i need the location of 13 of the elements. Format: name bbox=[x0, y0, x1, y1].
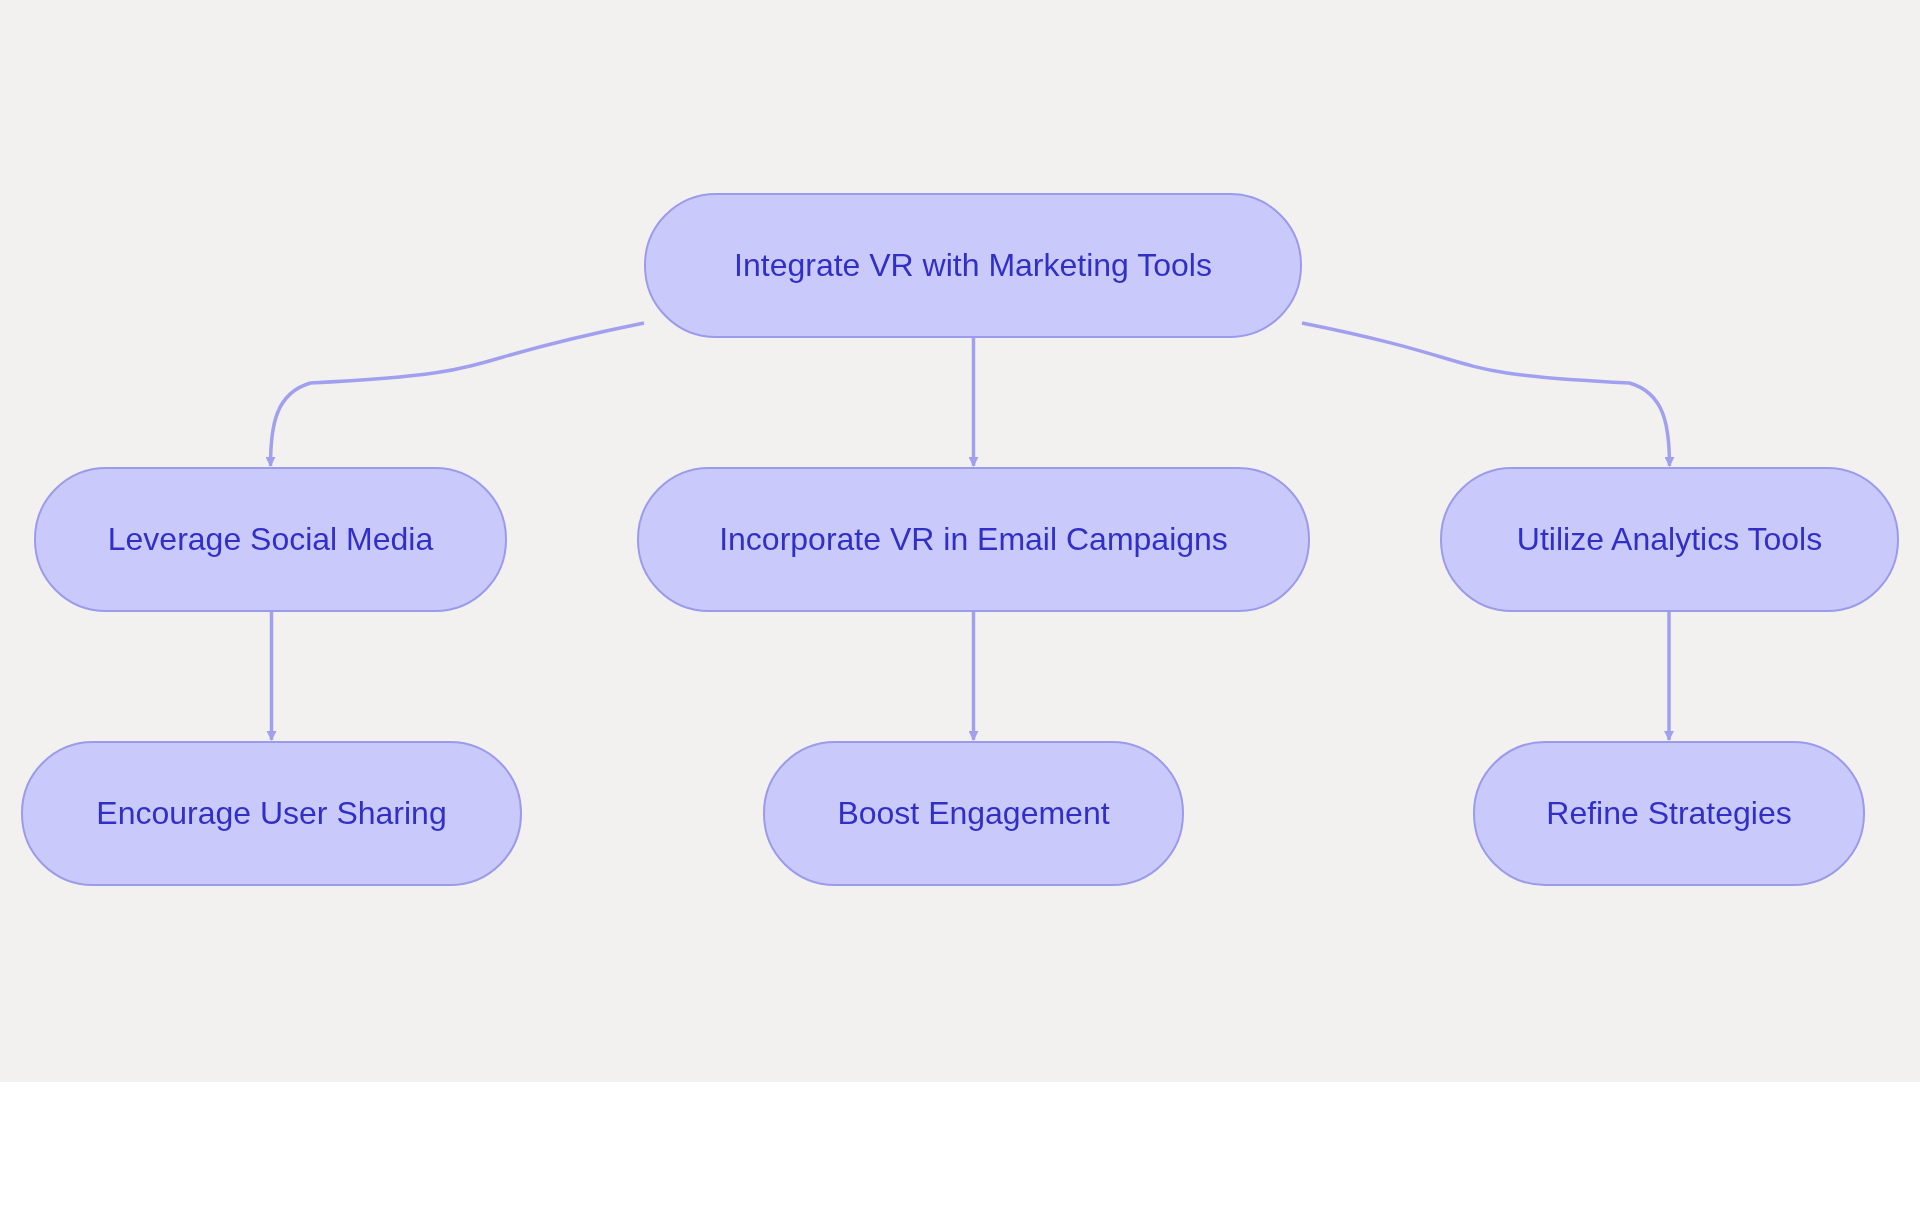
arrow bbox=[265, 321, 645, 467]
arrow bbox=[968, 338, 979, 467]
arrow bbox=[968, 612, 979, 741]
arrow bbox=[1301, 321, 1675, 467]
node-label: Leverage Social Media bbox=[107, 521, 434, 558]
arrow bbox=[1664, 612, 1674, 741]
arrow bbox=[266, 612, 277, 741]
node-label: Utilize Analytics Tools bbox=[1516, 521, 1823, 558]
node-label: Integrate VR with Marketing Tools bbox=[734, 247, 1212, 284]
node-label: Incorporate VR in Email Campaigns bbox=[719, 521, 1228, 558]
node-label: Encourage User Sharing bbox=[96, 795, 447, 832]
node-label: Refine Strategies bbox=[1546, 795, 1792, 832]
node-label: Boost Engagement bbox=[837, 795, 1110, 832]
